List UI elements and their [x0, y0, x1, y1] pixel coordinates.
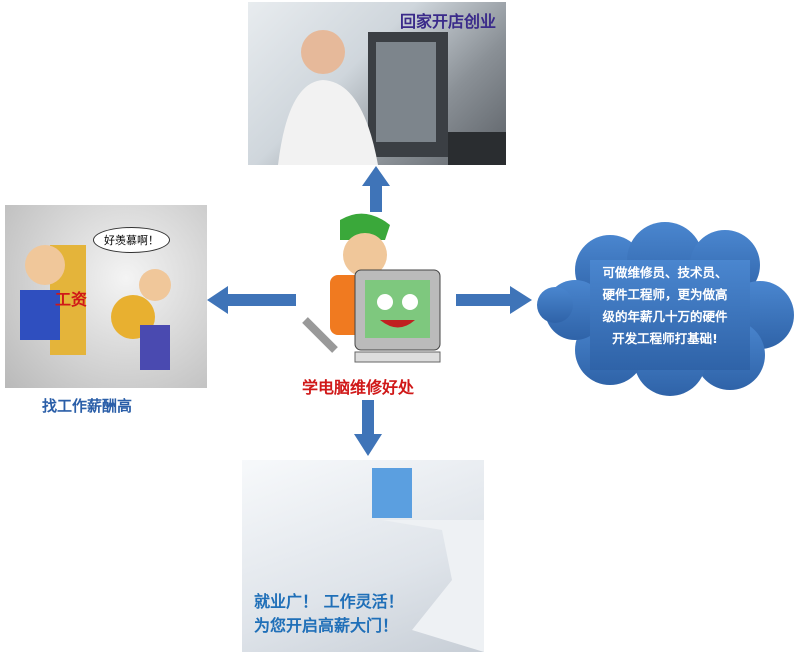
center-caption: 学电脑维修好处	[302, 378, 415, 397]
cloud-text: 可做维修员、技术员、 硬件工程师，更为做高 级的年薪几十万的硬件 开发工程师打基…	[572, 262, 758, 350]
cloud-line: 硬件工程师，更为做高	[602, 287, 728, 302]
cloud-line: 开发工程师打基础!	[612, 331, 718, 346]
speech-bubble: 好羡慕啊！	[93, 227, 170, 253]
coin-stack-text: 工资	[55, 290, 87, 309]
salary-cartoon: 工资 好羡慕啊！	[5, 205, 207, 388]
mascot-icon	[302, 213, 441, 363]
cloud-line: 可做维修员、技术员、	[602, 265, 728, 280]
staircase-photo: 就业广！ 工作灵活！ 为您开启高薪大门！	[242, 460, 484, 652]
left-label: 找工作薪酬高	[42, 397, 133, 415]
technician-illustration	[278, 30, 506, 165]
arrow-left-icon	[207, 286, 296, 314]
staircase-illustration	[372, 468, 484, 652]
cloud-shape	[537, 222, 794, 396]
salary-cartoon-illustration: 工资	[20, 245, 171, 370]
cloud-line: 级的年薪几十万的硬件	[602, 309, 728, 324]
top-title: 回家开店创业	[399, 12, 496, 31]
arrow-up-icon	[362, 166, 390, 212]
arrow-down-icon	[354, 400, 382, 456]
bottom-text: 就业广！ 工作灵活！ 为您开启高薪大门！	[254, 590, 404, 638]
bottom-line: 就业广！ 工作灵活！	[254, 592, 404, 611]
technician-photo: 回家开店创业	[248, 2, 506, 165]
bottom-line: 为您开启高薪大门！	[254, 616, 399, 635]
arrow-right-icon	[456, 286, 532, 314]
